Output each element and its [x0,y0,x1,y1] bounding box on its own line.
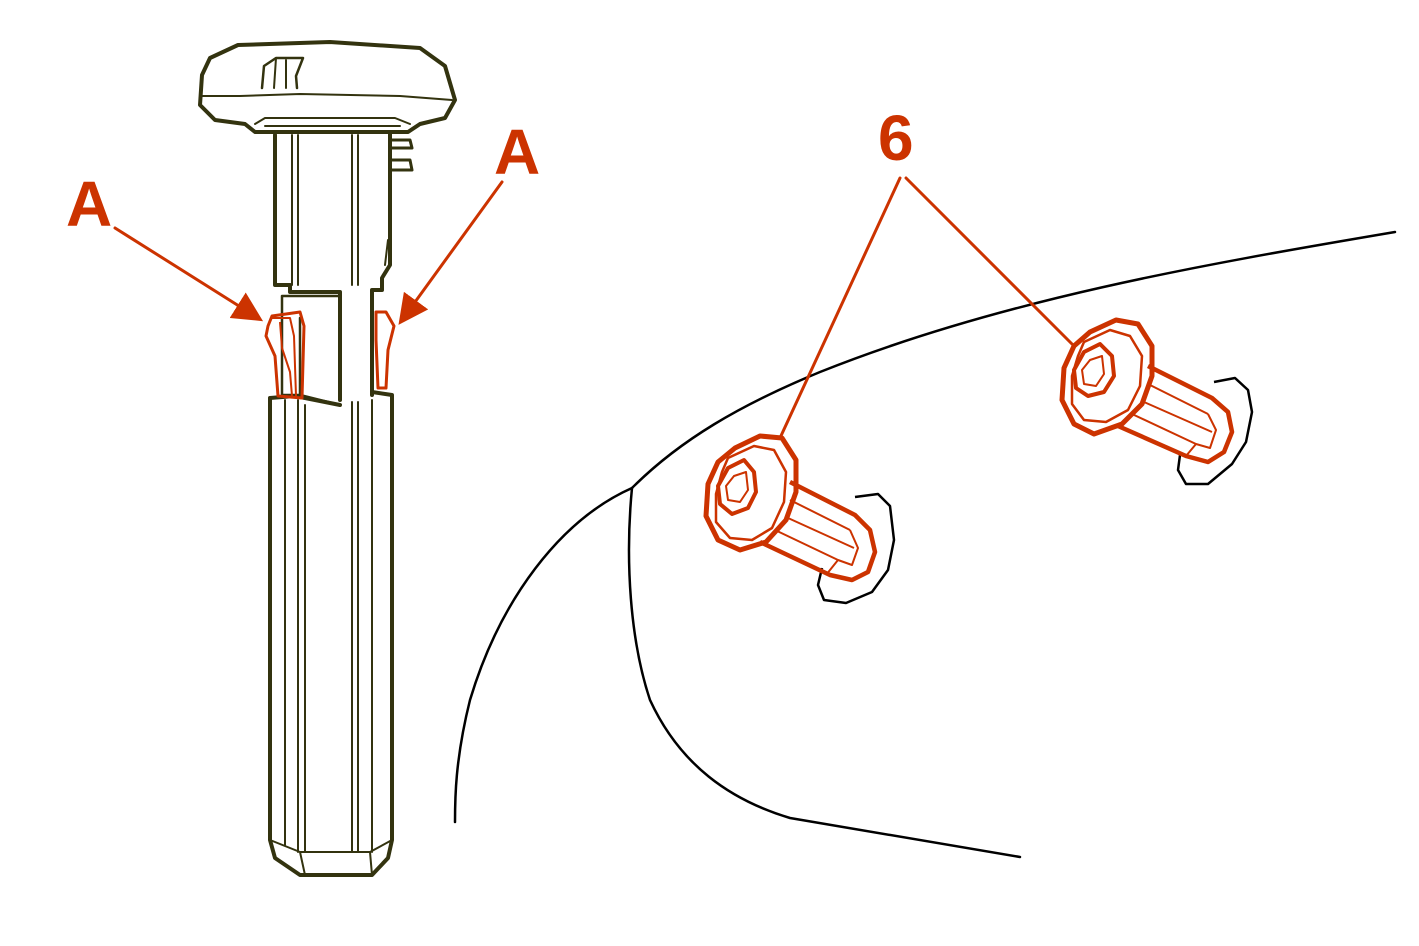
pin-head-underside [254,117,411,125]
callout-label-6: 6 [878,102,914,174]
bushing-left-flange [703,433,799,553]
pin-head-rim [201,93,453,101]
panel [453,230,1397,859]
bushing-right-bore-inner [1081,355,1105,387]
pin-collar-teeth [390,138,414,172]
pin-fastener [198,40,457,877]
panel-hole-left [816,492,896,605]
bushing-right-body-lines [1131,383,1217,457]
pin-upper-shank [273,130,392,402]
leader-6-left [778,176,902,440]
left-barb-inner [272,317,297,397]
leader-a-right [398,180,504,325]
pin-upper-collar [264,125,401,132]
bushing-left-bore [716,458,758,516]
left-barb [264,310,306,400]
panel-hole-right [1176,376,1254,486]
bushing-right [1059,317,1235,465]
callout-label-a-right: A [494,116,540,188]
pin-head-slot [260,56,305,90]
pin-tip [269,839,393,876]
pin-lower-shank [268,390,394,877]
pin-barbs [264,310,396,400]
callout-label-a-left: A [66,168,112,240]
panel-outer-edge [630,230,1397,490]
right-barb [374,310,396,390]
bushing-right-flange [1059,317,1155,437]
panel-inner-edge [627,486,1022,859]
bushing-left-body [759,479,878,583]
callout-leaders [113,176,1076,440]
leader-6-right [904,176,1076,348]
panel-holes [816,376,1254,605]
bushing-left-bore-inner [725,471,749,503]
leader-a-left [113,226,264,322]
bushing-left-body-lines [774,499,859,576]
pin-head [198,40,457,134]
bushing-left [703,433,878,583]
pin-head-slot-inner [273,57,287,89]
pin-upper-notch [384,239,389,266]
bushing-right-body [1117,363,1235,465]
pin-upper-grooves [291,134,359,286]
pin-lower-grooves [284,399,373,853]
bushing-right-bore [1072,342,1116,398]
panel-left-edge [453,486,634,824]
